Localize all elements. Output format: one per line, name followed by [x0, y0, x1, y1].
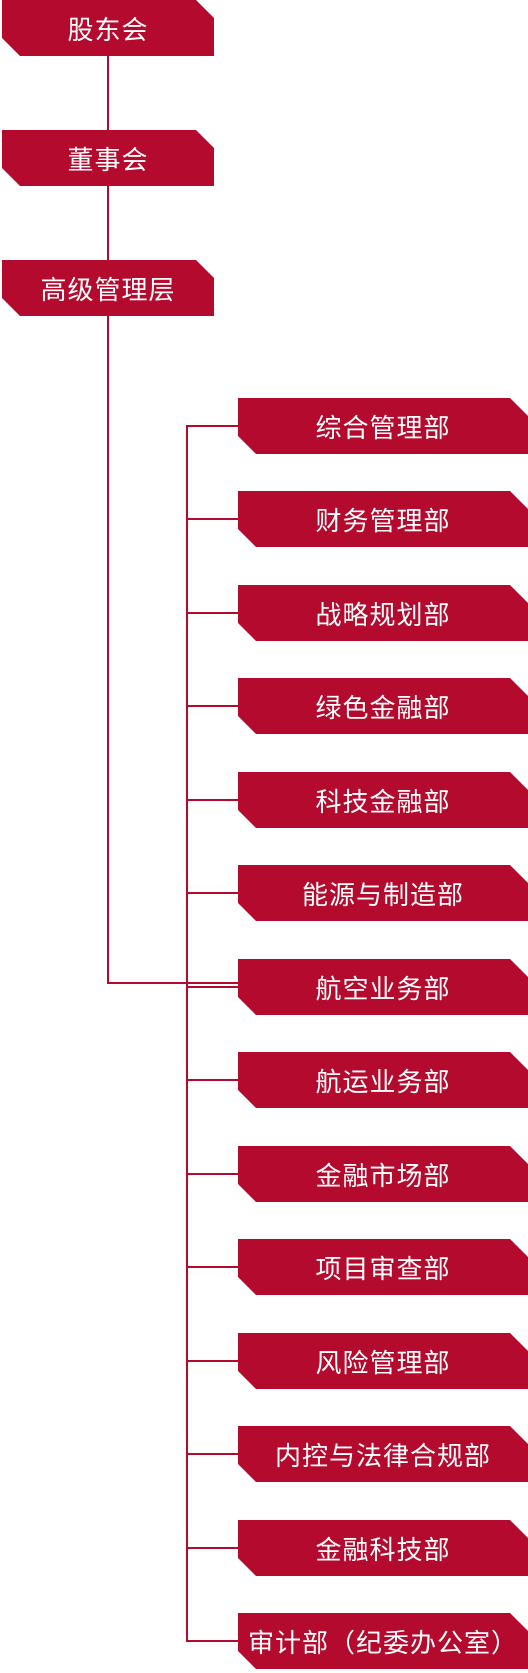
department-node: 航空业务部: [238, 959, 528, 1015]
department-node: 绿色金融部: [238, 678, 528, 734]
department-node: 财务管理部: [238, 491, 528, 547]
department-node: 金融市场部: [238, 1146, 528, 1202]
connector-branch: [186, 518, 238, 520]
department-node: 金融科技部: [238, 1520, 528, 1576]
department-label: 科技金融部: [315, 787, 451, 818]
connector-branch: [186, 1453, 238, 1455]
department-label: 项目审查部: [315, 1254, 451, 1285]
department-label: 金融市场部: [315, 1161, 451, 1192]
department-label: 风险管理部: [315, 1348, 451, 1379]
department-node: 能源与制造部: [238, 865, 528, 921]
department-node: 审计部（纪委办公室）: [238, 1613, 528, 1669]
connector-branch: [186, 705, 238, 707]
node-label: 股东会: [67, 15, 149, 46]
department-node: 项目审查部: [238, 1239, 528, 1295]
connector-department-bus: [186, 426, 188, 1642]
connector-branch: [186, 425, 238, 427]
department-node: 科技金融部: [238, 772, 528, 828]
connector-branch: [186, 1547, 238, 1549]
connector-branch: [186, 612, 238, 614]
department-node: 内控与法律合规部: [238, 1426, 528, 1482]
connector-branch: [186, 799, 238, 801]
connector-branch: [186, 892, 238, 894]
node-label: 高级管理层: [40, 275, 176, 306]
connector-branch: [186, 1266, 238, 1268]
department-label: 内控与法律合规部: [274, 1441, 491, 1472]
department-label: 财务管理部: [315, 506, 451, 537]
department-label: 战略规划部: [315, 600, 451, 631]
department-node: 航运业务部: [238, 1052, 528, 1108]
connector-shareholders-board: [107, 56, 109, 130]
department-label: 航运业务部: [315, 1067, 451, 1098]
department-label: 绿色金融部: [315, 693, 451, 724]
node-shareholders-meeting: 股东会: [2, 0, 214, 56]
connector-management-to-bus: [107, 982, 238, 984]
department-label: 综合管理部: [315, 413, 451, 444]
department-node: 风险管理部: [238, 1333, 528, 1389]
department-label: 审计部（纪委办公室）: [247, 1628, 518, 1659]
connector-branch: [186, 1640, 238, 1642]
connector-branch: [186, 986, 238, 988]
connector-board-management: [107, 186, 109, 260]
connector-branch: [186, 1079, 238, 1081]
node-senior-management: 高级管理层: [2, 260, 214, 316]
connector-branch: [186, 1173, 238, 1175]
department-label: 能源与制造部: [301, 880, 464, 911]
connector-management-trunk: [107, 316, 109, 983]
department-node: 战略规划部: [238, 585, 528, 641]
node-board-of-directors: 董事会: [2, 130, 214, 186]
node-label: 董事会: [67, 145, 149, 176]
department-label: 金融科技部: [315, 1535, 451, 1566]
department-label: 航空业务部: [315, 974, 451, 1005]
department-node: 综合管理部: [238, 398, 528, 454]
connector-branch: [186, 1360, 238, 1362]
